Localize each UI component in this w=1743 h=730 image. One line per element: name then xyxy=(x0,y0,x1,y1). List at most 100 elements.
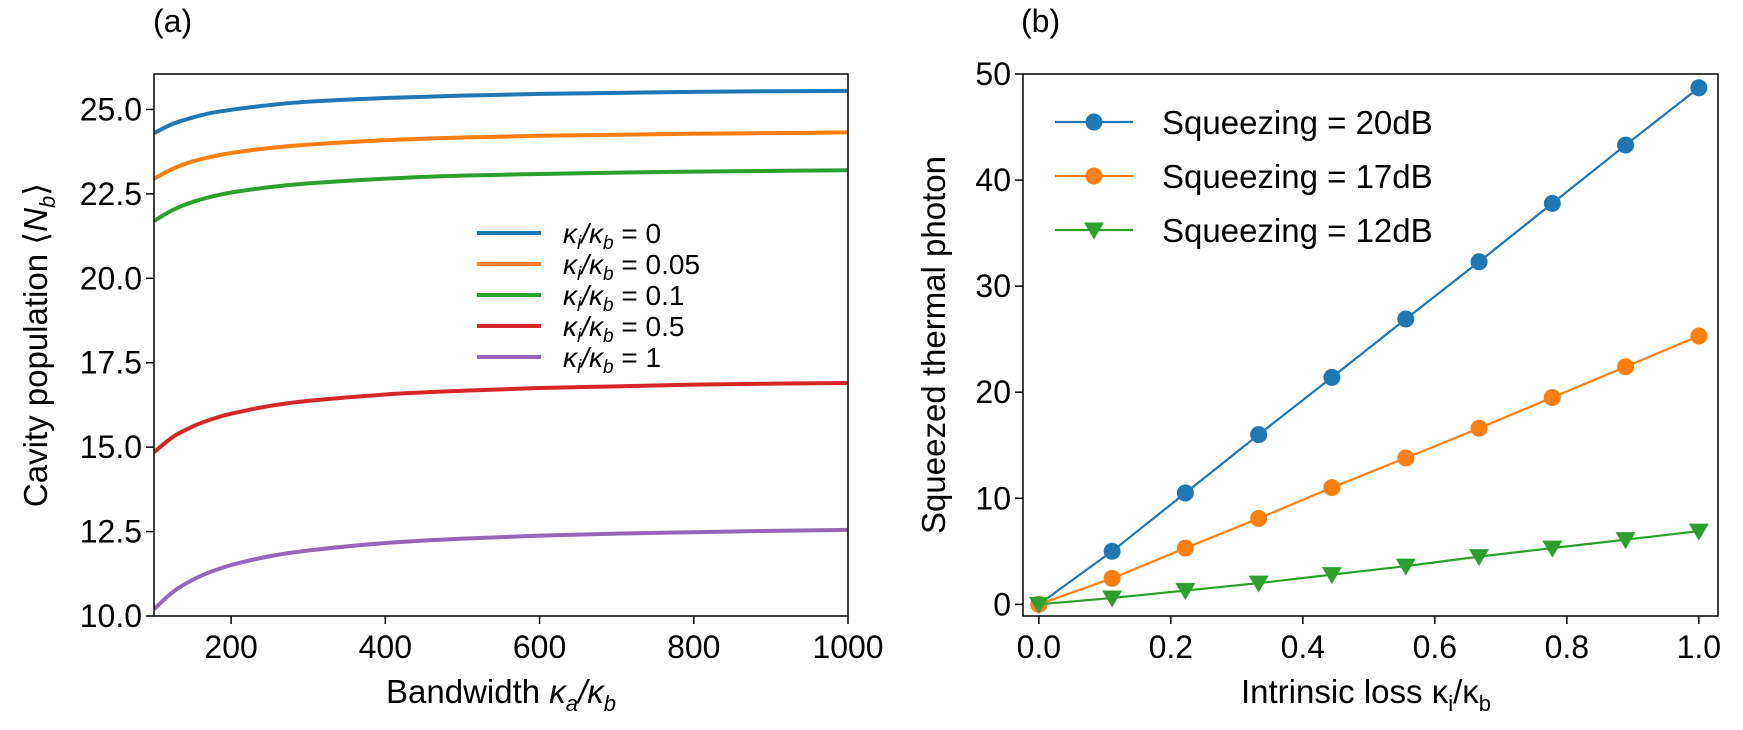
data-point-2-9 xyxy=(1688,523,1709,541)
legend-text-part: = xyxy=(614,342,646,373)
data-point-1-6 xyxy=(1470,419,1488,437)
legend-text-part: b xyxy=(603,264,614,285)
panel-b-ylabel: Squeezed thermal photon xyxy=(915,156,952,534)
legend-text-part: b xyxy=(603,233,614,254)
panel-a-xtick-label: 200 xyxy=(204,629,257,665)
panel-b-xtick-label: 0.4 xyxy=(1281,629,1325,665)
panel-a-ytick-label: 25.0 xyxy=(80,91,142,127)
series-line-2 xyxy=(154,168,848,223)
data-point-2-3 xyxy=(1248,575,1269,593)
data-point-1-5 xyxy=(1397,449,1415,467)
data-point-2-8 xyxy=(1615,532,1636,550)
data-point-0-8 xyxy=(1617,136,1635,154)
panel-b-xtick-label: 0.2 xyxy=(1149,629,1193,665)
data-point-0-7 xyxy=(1543,194,1561,212)
series-line-0 xyxy=(154,88,848,135)
panel-b-legend: Squeezing = 20dB Squeezing = 17dB Squeezin… xyxy=(1055,104,1433,249)
panel-a-ytick-label: 20.0 xyxy=(80,260,142,296)
panel-a-series-group xyxy=(154,88,848,611)
legend-entry-2: Squeezing = 12dB xyxy=(1162,212,1433,249)
legend-text-part: = xyxy=(614,311,646,342)
legend-text-part: i xyxy=(577,295,582,316)
legend-text-part: i xyxy=(577,264,582,285)
legend-entry-0: Squeezing = 20dB xyxy=(1162,104,1433,141)
legend-text-part: /κ xyxy=(579,280,605,311)
legend-text-part: i xyxy=(577,233,582,254)
data-point-0-2 xyxy=(1176,484,1194,502)
legend-text-part: = xyxy=(614,280,646,311)
legend-marker-0 xyxy=(1085,113,1103,131)
panel-a-xtick-label: 1000 xyxy=(812,629,883,665)
panel-b-ytick-label: 10 xyxy=(975,480,1011,516)
panel-b-xtick-label: 0.0 xyxy=(1017,629,1061,665)
legend-marker-2 xyxy=(1084,222,1104,240)
data-point-2-2 xyxy=(1175,583,1196,601)
data-point-0-5 xyxy=(1397,310,1415,328)
panel-a-ytick-label: 12.5 xyxy=(80,514,142,550)
legend-value: 0.5 xyxy=(646,311,685,342)
legend-text-part: b xyxy=(603,295,614,316)
legend-value: 0 xyxy=(646,218,662,249)
legend-entry-1: Squeezing = 17dB xyxy=(1162,158,1433,195)
legend-text-part: κ xyxy=(563,311,579,342)
series-line-0 xyxy=(1038,86,1700,606)
legend-text-part: b xyxy=(603,357,614,378)
legend-text-part: i xyxy=(577,357,582,378)
legend-text-part: /κ xyxy=(579,249,605,280)
data-point-2-0 xyxy=(1028,596,1049,614)
panel-a-ytick-label: 10.0 xyxy=(80,598,142,634)
data-point-1-4 xyxy=(1323,479,1341,497)
legend-text-part: κ xyxy=(563,280,579,311)
data-point-2-1 xyxy=(1102,590,1123,608)
data-point-1-7 xyxy=(1543,389,1561,407)
series-line-2 xyxy=(1038,530,1699,606)
data-point-1-3 xyxy=(1250,509,1268,527)
panel-b-ytick-label: 50 xyxy=(975,56,1011,92)
panel-b-xtick-label: 0.6 xyxy=(1413,629,1457,665)
series-line-3 xyxy=(154,380,848,454)
legend-text-part: = xyxy=(614,249,646,280)
panel-a-ytick-label: 15.0 xyxy=(80,429,142,465)
panel-b-label: (b) xyxy=(1021,3,1060,39)
legend-text-part: i xyxy=(577,326,582,347)
panel-a-plot-area xyxy=(154,88,848,611)
legend-entry-2: κi/κb = 0.1 xyxy=(563,280,684,316)
data-point-2-5 xyxy=(1395,558,1416,576)
data-point-1-2 xyxy=(1176,539,1194,557)
series-line-1 xyxy=(154,130,848,181)
legend-text-part: /κ xyxy=(579,342,605,373)
panel-b-ytick-label: 20 xyxy=(975,374,1011,410)
legend-text-part: = xyxy=(614,218,646,249)
legend-text-part: b xyxy=(603,326,614,347)
data-point-0-6 xyxy=(1470,253,1488,271)
panel-b-ytick-label: 30 xyxy=(975,268,1011,304)
legend-entry-3: κi/κb = 0.5 xyxy=(563,311,684,347)
legend-marker-1 xyxy=(1085,167,1103,185)
data-point-0-3 xyxy=(1250,426,1268,444)
panel-a-ytick-label: 22.5 xyxy=(80,176,142,212)
legend-text-part: /κ xyxy=(579,218,605,249)
series-line-4 xyxy=(154,527,848,611)
panel-b-xtick-label: 0.8 xyxy=(1545,629,1589,665)
panel-b-frame xyxy=(1022,73,1719,617)
panel-a-ylabel: Cavity population ⟨Nb⟩ xyxy=(17,183,60,507)
panel-a-frame xyxy=(153,73,849,617)
panel-b-ytick-label: 40 xyxy=(975,162,1011,198)
panel-b-xlabel: Intrinsic loss κi/κb xyxy=(1241,673,1491,716)
series-line-1 xyxy=(1038,334,1700,606)
legend-entry-0: κi/κb = 0 xyxy=(563,218,661,254)
data-point-1-8 xyxy=(1617,358,1635,376)
legend-text-part: /κ xyxy=(579,311,605,342)
data-point-2-6 xyxy=(1469,549,1490,567)
panel-b-xtick-label: 1.0 xyxy=(1677,629,1721,665)
data-point-1-1 xyxy=(1103,569,1121,587)
legend-value: 1 xyxy=(646,342,662,373)
legend-value: 0.05 xyxy=(646,249,701,280)
panel-a-xtick-label: 400 xyxy=(359,629,412,665)
